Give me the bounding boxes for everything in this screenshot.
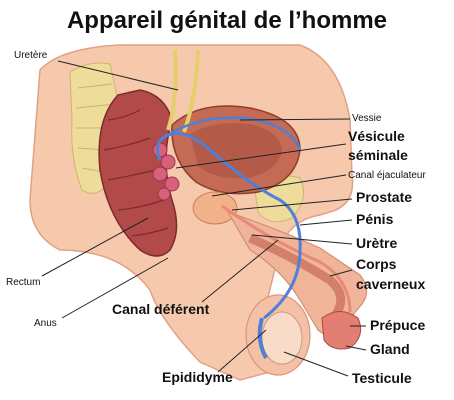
rectum-folds — [103, 109, 169, 237]
label-testicule: Testicule — [352, 370, 412, 386]
label-corps-line2: caverneux — [356, 276, 425, 292]
label-prepuce: Prépuce — [370, 317, 425, 333]
label-anus: Anus — [34, 318, 57, 329]
leader-lines — [41, 60, 367, 377]
label-vessie: Vessie — [352, 113, 382, 124]
diagram-title: Appareil génital de l’homme — [67, 7, 387, 34]
label-uretere: Uretère — [14, 50, 48, 61]
prostate — [192, 191, 238, 225]
bladder-inner — [190, 123, 282, 179]
vas-deferens — [155, 131, 302, 320]
epididymis — [257, 317, 268, 359]
label-epididyme: Epididyme — [162, 369, 233, 385]
label-canal-ejaculateur: Canal éjaculateur — [348, 170, 426, 181]
corpus-cavernosum — [248, 233, 346, 317]
glans — [321, 311, 362, 350]
label-corps-line1: Corps — [356, 256, 397, 272]
testis — [261, 311, 303, 365]
label-uretre: Urètre — [356, 235, 397, 251]
label-rectum: Rectum — [6, 277, 40, 288]
anatomy-illustration — [29, 44, 368, 381]
label-penis: Pénis — [356, 211, 394, 227]
label-prostate: Prostate — [356, 189, 412, 205]
label-canal-deferent: Canal déférent — [112, 301, 210, 317]
vas-deferens-upper — [167, 116, 302, 151]
label-gland: Gland — [370, 341, 410, 357]
label-vesicule-line2: séminale — [348, 147, 408, 163]
urethra — [221, 204, 352, 313]
labels: Uretère Vessie Vésicule séminale Canal é… — [6, 50, 426, 386]
label-vesicule-line1: Vésicule — [348, 128, 405, 144]
